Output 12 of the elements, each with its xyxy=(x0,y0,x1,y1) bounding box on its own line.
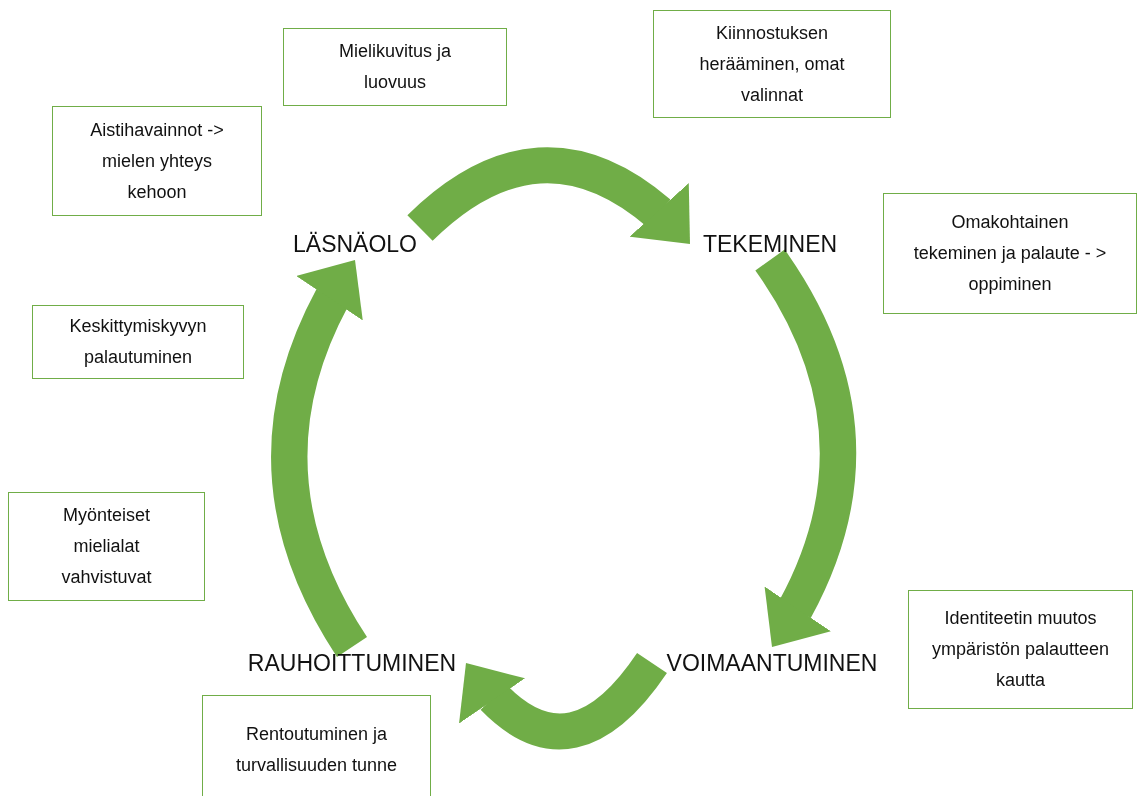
text-box: Myönteiset mielialat vahvistuvat xyxy=(8,492,205,601)
stage-label: VOIMAANTUMINEN xyxy=(652,647,892,679)
text-box: Identiteetin muutos ympäristön palautteen kautta xyxy=(908,590,1133,709)
stage-label: LÄSNÄOLO xyxy=(280,228,430,260)
text-box: Rentoutuminen ja turvallisuuden tunne xyxy=(202,695,431,796)
text-box: Kiinnostuksen herääminen, omat valinnat xyxy=(653,10,891,118)
text-box: Omakohtainen tekeminen ja palaute - > oppiminen xyxy=(883,193,1137,314)
text-box: Mielikuvitus ja luovuus xyxy=(283,28,507,106)
text-box: Aistihavainnot -> mielen yhteys kehoon xyxy=(52,106,262,216)
text-box: Keskittymiskyvyn palautuminen xyxy=(32,305,244,379)
stage-label: RAUHOITTUMINEN xyxy=(238,647,466,679)
stage-label: TEKEMINEN xyxy=(690,228,850,260)
